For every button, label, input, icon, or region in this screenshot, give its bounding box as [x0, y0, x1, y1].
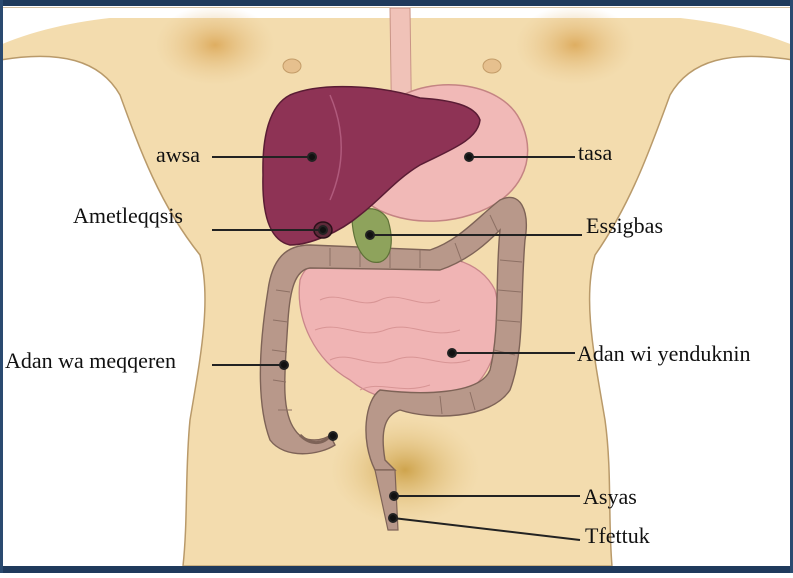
label-stomach: tasa: [578, 142, 612, 164]
label-liver: awsa: [156, 144, 200, 166]
label-pancreas: Essigbas: [586, 215, 663, 237]
frame-top-border: [0, 0, 793, 6]
label-small-intestine: Adan wi yenduknin: [577, 343, 751, 365]
frame-left-border: [0, 0, 3, 573]
right-nipple: [483, 59, 501, 73]
label-gallbladder: Ametleqqsis: [73, 205, 183, 227]
frame-bottom-border: [0, 566, 793, 573]
label-large-intestine: Adan wa meqqeren: [5, 350, 176, 372]
left-nipple: [283, 59, 301, 73]
label-rectum: Asyas: [583, 486, 637, 508]
label-anus: Tfettuk: [585, 525, 650, 547]
